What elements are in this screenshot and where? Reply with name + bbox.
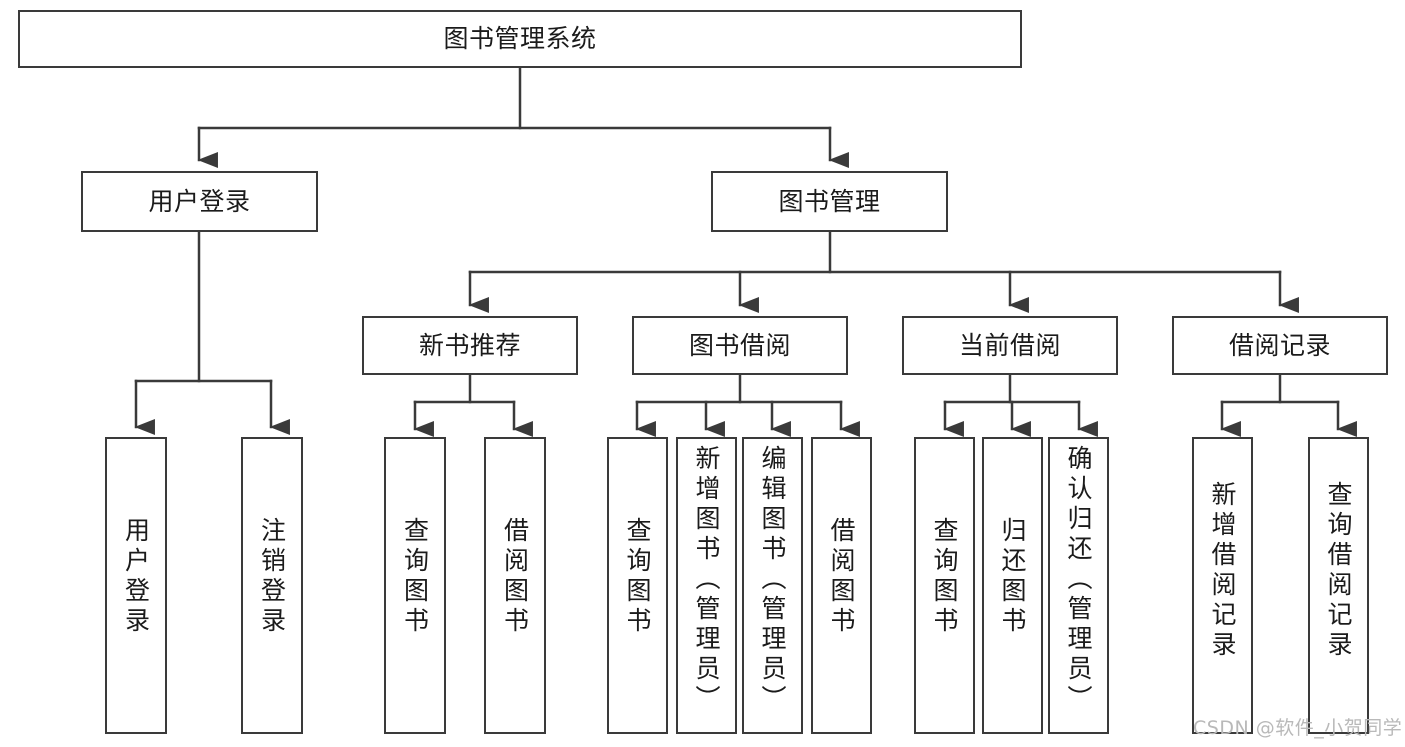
leaf-query-book-recommend[interactable]: 查询图书 [384,437,446,734]
leaf-user-login[interactable]: 用户登录 [105,437,167,734]
leaf-confirm-return-admin[interactable]: 确认归还（管理员） [1048,437,1109,734]
node-label: 编辑图书（管理员） [758,445,787,715]
node-label: 确认归还（管理员） [1064,445,1093,715]
node-book-manage[interactable]: 图书管理 [711,171,948,232]
leaf-add-borrow-record[interactable]: 新增借阅记录 [1192,437,1253,734]
node-new-book-recommend[interactable]: 新书推荐 [362,316,578,375]
leaf-edit-book-admin[interactable]: 编辑图书（管理员） [742,437,803,734]
node-label: 查询借阅记录 [1324,481,1353,661]
leaf-borrow-book-recommend[interactable]: 借阅图书 [484,437,546,734]
node-user-login[interactable]: 用户登录 [81,171,318,232]
leaf-add-book-admin[interactable]: 新增图书（管理员） [676,437,737,734]
node-label: 新书推荐 [418,330,521,360]
node-label: 查询图书 [623,517,652,637]
node-label: 查询图书 [400,517,430,637]
node-label: 图书管理 [778,186,881,216]
leaf-return-book[interactable]: 归还图书 [982,437,1043,734]
node-label: 借阅记录 [1228,330,1331,360]
leaf-query-book-borrow[interactable]: 查询图书 [607,437,668,734]
leaf-query-book-current[interactable]: 查询图书 [914,437,975,734]
node-label: 新增图书（管理员） [692,445,721,715]
leaf-borrow-book[interactable]: 借阅图书 [811,437,872,734]
node-label: 查询图书 [930,517,959,637]
node-label: 新增借阅记录 [1208,481,1237,661]
node-root-system[interactable]: 图书管理系统 [18,10,1022,68]
node-label: 当前借阅 [958,330,1061,360]
leaf-logout-login[interactable]: 注销登录 [241,437,303,734]
node-label: 借阅图书 [500,517,530,637]
node-label: 借阅图书 [827,517,856,637]
watermark-text: CSDN @软件_小贺同学 [1193,717,1403,739]
node-label: 注销登录 [257,517,287,637]
node-borrow-record[interactable]: 借阅记录 [1172,316,1388,375]
node-label: 用户登录 [121,517,151,637]
node-book-borrow[interactable]: 图书借阅 [632,316,848,375]
leaf-query-borrow-record[interactable]: 查询借阅记录 [1308,437,1369,734]
node-current-borrow[interactable]: 当前借阅 [902,316,1118,375]
node-label: 图书管理系统 [443,24,597,53]
node-label: 归还图书 [998,517,1027,637]
node-label: 图书借阅 [688,330,791,360]
node-label: 用户登录 [148,186,251,216]
